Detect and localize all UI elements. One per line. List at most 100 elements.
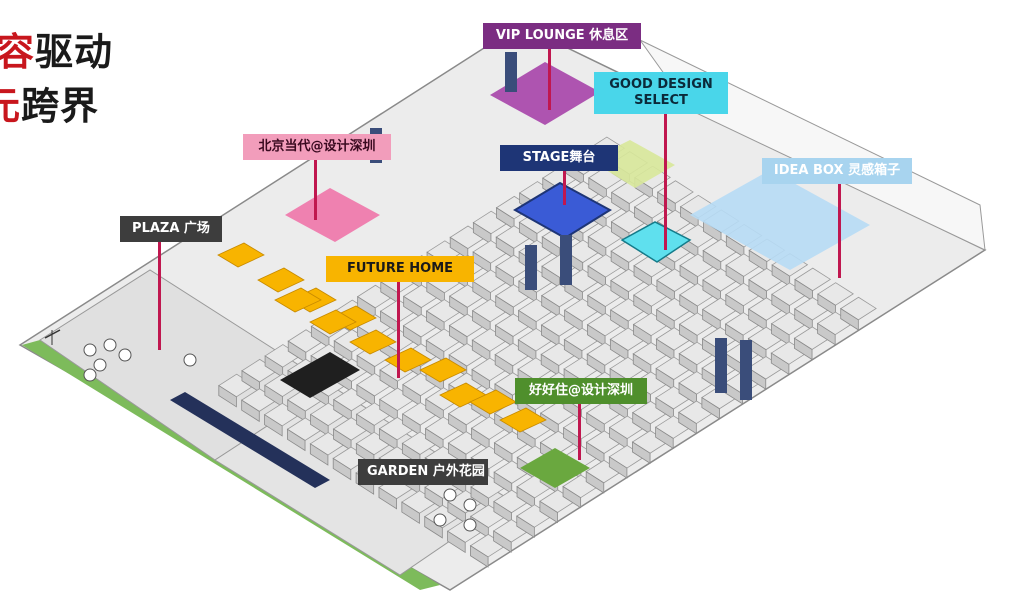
booth-wall xyxy=(493,530,512,553)
booth-wall xyxy=(241,370,260,393)
beijing-area xyxy=(285,188,380,242)
booth-wall xyxy=(378,486,397,510)
booth-wall xyxy=(310,413,329,437)
booth-wall xyxy=(426,310,445,333)
zone-label-beijing[interactable]: 北京当代@设计深圳 xyxy=(243,134,391,160)
booth-wall xyxy=(424,486,443,510)
booth-wall xyxy=(471,368,491,392)
zone-label-vip-lounge[interactable]: VIP LOUNGE 休息区 xyxy=(483,23,641,49)
booth-wall xyxy=(333,428,352,451)
booth-wall xyxy=(587,235,607,259)
good-design-area xyxy=(620,221,692,263)
haohaozhu-label-stem xyxy=(578,400,581,460)
booth-wall xyxy=(541,265,560,289)
future-home-booth xyxy=(349,329,397,355)
booth-wall xyxy=(611,191,630,215)
future-home-booth xyxy=(274,287,322,313)
booth-wall xyxy=(425,427,444,451)
booth-wall xyxy=(495,236,515,260)
booth-wall xyxy=(495,295,514,318)
booth-wall xyxy=(610,309,629,332)
booth-wall xyxy=(655,338,675,361)
booth-wall xyxy=(655,367,675,391)
booth-wall xyxy=(356,413,375,437)
booth-wall xyxy=(632,353,652,376)
booth-wall xyxy=(564,309,583,333)
booth-wall xyxy=(771,322,790,346)
booth-wall xyxy=(496,207,515,230)
booth-wall xyxy=(332,457,352,481)
booth-wall xyxy=(703,220,722,244)
title-highlight: 容 xyxy=(0,30,36,74)
booth-wall xyxy=(609,426,628,450)
round-table xyxy=(463,518,477,532)
booth-wall xyxy=(817,322,836,346)
future-home-booth xyxy=(217,242,265,268)
booth-wall xyxy=(725,264,745,288)
booth-wall xyxy=(679,323,698,347)
booth-wall xyxy=(563,338,583,362)
booth-wall xyxy=(817,293,836,317)
booth-wall xyxy=(447,530,466,554)
booth-wall xyxy=(586,353,606,377)
zone-label-text: GOOD DESIGN xyxy=(609,77,713,92)
booth-wall xyxy=(309,443,329,466)
booth-wall xyxy=(585,470,605,494)
title-text: 驱动 xyxy=(35,30,114,74)
booth-wall xyxy=(333,340,353,363)
booth-wall xyxy=(678,411,697,435)
future-home-booth xyxy=(257,267,305,293)
zone-label-text: VIP LOUNGE 休息区 xyxy=(495,28,629,43)
booth-wall xyxy=(587,265,606,288)
booth-wall xyxy=(493,471,513,495)
zone-label-garden[interactable]: GARDEN 户外花园 xyxy=(358,459,488,485)
north-arrow-icon xyxy=(44,329,61,345)
haohaozhu-area xyxy=(520,448,590,488)
booth-wall xyxy=(218,384,237,408)
booth-wall xyxy=(495,265,514,289)
booth-wall xyxy=(702,308,721,332)
zone-label-haohaozhu[interactable]: 好好住@设计深圳 xyxy=(515,378,647,404)
plaza-label-stem xyxy=(158,240,161,350)
zone-label-future-home[interactable]: FUTURE HOME xyxy=(326,256,474,282)
zone-label-text: IDEA BOX 灵感箱子 xyxy=(773,163,901,178)
zone-label-good-design[interactable]: GOOD DESIGN SELECT xyxy=(594,72,728,114)
future-home-booth xyxy=(309,309,357,335)
title-text: 跨界 xyxy=(21,84,100,128)
booth-wall xyxy=(403,295,422,319)
booth-wall xyxy=(655,397,674,420)
booth-wall xyxy=(287,428,306,452)
booth-wall xyxy=(725,323,744,346)
booth-wall xyxy=(518,280,537,304)
idea-box-label-stem xyxy=(838,180,841,278)
booth-wall xyxy=(472,309,491,333)
booth-wall xyxy=(770,352,790,376)
booth-wall xyxy=(678,382,697,405)
booth-wall xyxy=(495,324,514,348)
title-line-1: 容驱动 xyxy=(0,30,113,74)
booth-wall xyxy=(401,501,420,525)
future-home-label-stem xyxy=(397,278,400,378)
round-table xyxy=(103,338,117,352)
future-home-booth xyxy=(499,407,547,433)
round-table xyxy=(83,343,97,357)
booth-wall xyxy=(587,324,606,347)
tower-block xyxy=(715,338,727,393)
tower-block xyxy=(560,235,572,285)
zone-label-idea-box[interactable]: IDEA BOX 灵感箱子 xyxy=(762,158,912,184)
zone-label-plaza[interactable]: PLAZA 广场 xyxy=(120,216,222,242)
zone-label-text: FUTURE HOME xyxy=(346,261,454,276)
booth-wall xyxy=(472,251,492,274)
booth-wall xyxy=(333,398,352,422)
booth-wall xyxy=(771,264,791,287)
booth-wall xyxy=(447,501,466,524)
booth-wall xyxy=(379,428,398,451)
zone-label-stage[interactable]: STAGE舞台 xyxy=(500,145,618,171)
booth-wall xyxy=(424,515,443,539)
round-table xyxy=(93,358,107,372)
booth-wall xyxy=(287,399,306,422)
booth-wall xyxy=(470,545,489,568)
booth-wall xyxy=(563,426,582,450)
vip-lounge-area xyxy=(490,62,600,125)
booth-wall xyxy=(540,353,560,377)
